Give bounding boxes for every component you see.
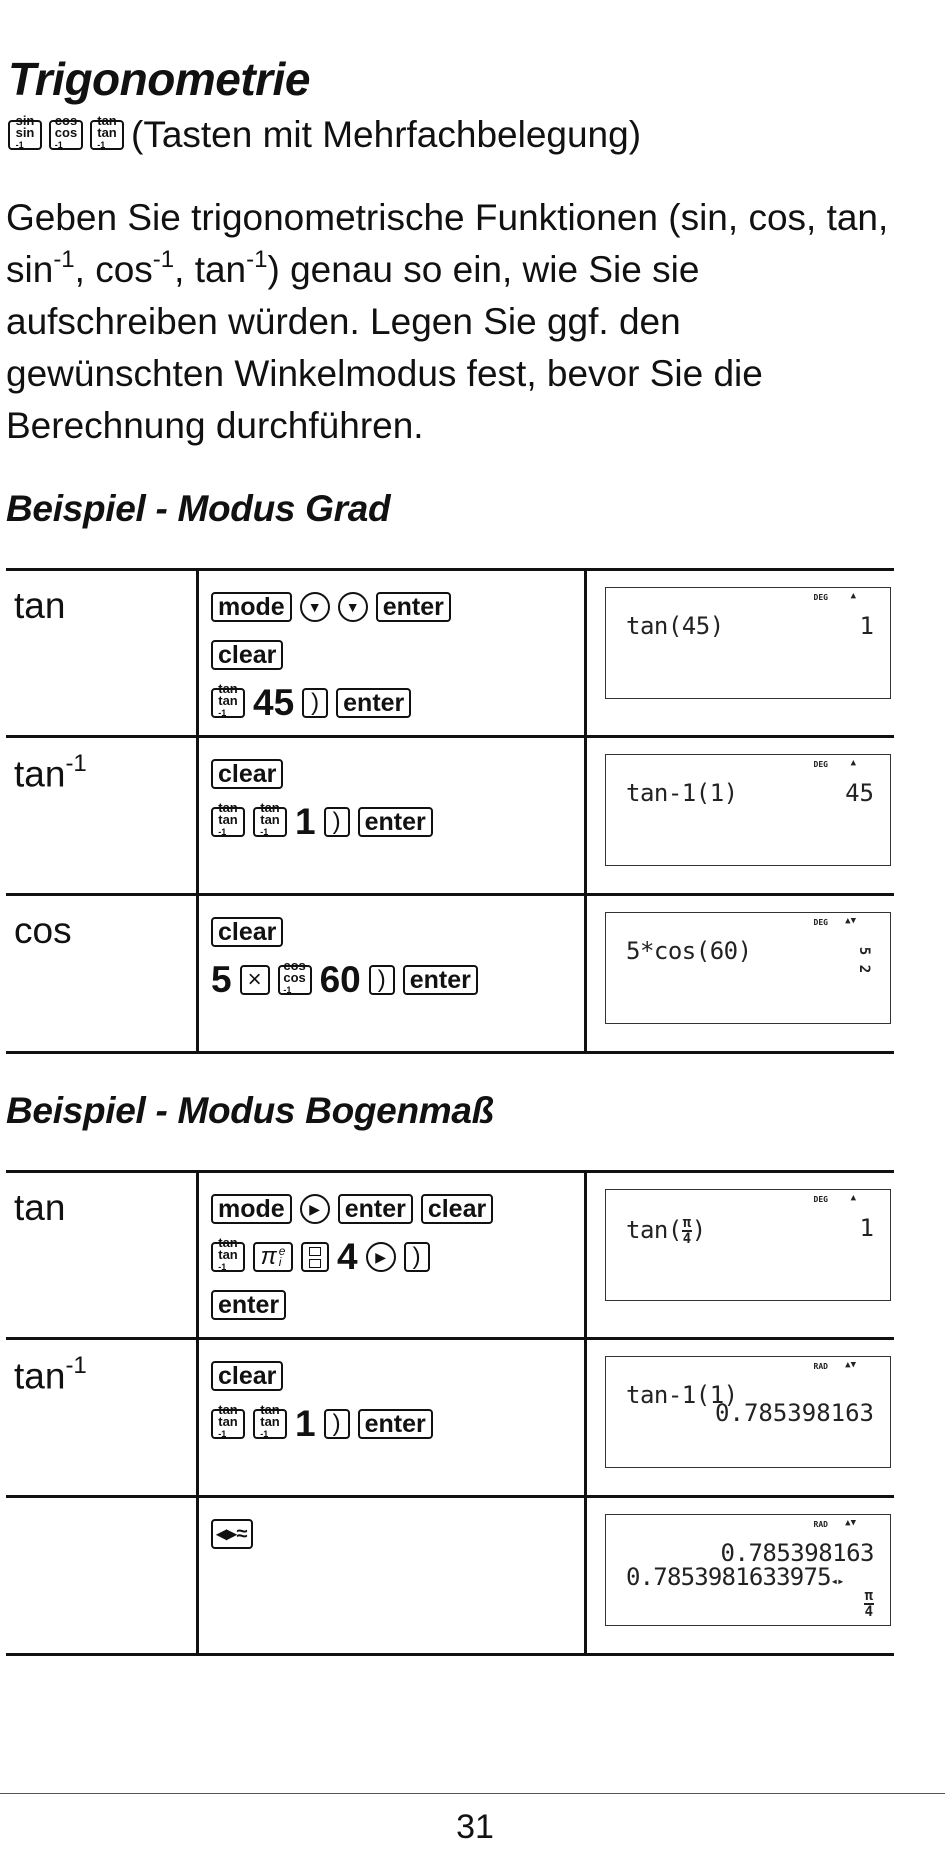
enter-key: enter [211,1290,287,1320]
cos-key-icon: cos cos-1 [277,959,312,995]
tan-key-icon: tan tan-1 [90,114,124,150]
row-label: tan [14,1187,66,1228]
clear-key: clear [211,640,284,670]
tan-key-icon: tan tan-1 [253,1403,287,1439]
calculator-screen: DEG ▲ tan(45) 1 [605,587,891,699]
enter-key: enter [375,592,451,622]
key-sequence: clear 5 × cos cos-1 60 ) enter [199,896,584,1004]
key-sequence: mode ▼ ▼ enter clear tan tan-1 45 [199,571,584,727]
close-paren-key: ) [403,1242,430,1272]
number-entry: 5 [211,959,232,1000]
section-heading-degree: Beispiel - Modus Grad [6,488,391,529]
convert-key-icon: ◂▸≈ [211,1519,253,1549]
clear-key: clear [420,1194,494,1224]
key-sequence: clear tan tan-1 tan tan-1 1 ) ente [199,1340,584,1448]
down-arrow-icon: ▼ [299,592,330,622]
page-title: Trigonometrie [8,53,310,105]
rotated-fraction: 5 2 [856,946,873,974]
close-paren-key: ) [302,688,329,718]
enter-key: enter [336,688,412,718]
page-number: 31 [456,1808,494,1846]
example-table-degree: tan mode ▼ ▼ enter clear tan [6,568,894,1054]
section-heading-radian: Beispiel - Modus Bogenmaß [6,1090,494,1131]
number-entry: 45 [253,682,295,723]
enter-key: enter [402,965,478,995]
right-arrow-icon: ▶ [365,1242,396,1272]
calculator-screen: DEG ▲ tan-1(1) 45 [605,754,891,866]
clear-key: clear [211,759,284,789]
number-entry: 4 [337,1236,358,1277]
row-label: tan [14,585,66,626]
conversion-marker-icon: ◂▸ [830,1574,845,1588]
footer-divider [0,1793,945,1794]
clear-key: clear [211,1361,284,1391]
clear-key: clear [211,917,284,947]
table-row: ◂▸≈ RAD ▲▼ 0.785398163 0.7853981633975◂▸… [6,1495,894,1656]
tan-key-icon: tan tan-1 [211,682,245,718]
subtitle-text: (Tasten mit Mehrfachbelegung) [131,114,642,155]
close-paren-key: ) [368,965,395,995]
number-entry: 1 [295,801,316,842]
enter-key: enter [357,1409,433,1439]
key-sequence: clear tan tan-1 tan tan-1 1 ) ente [199,738,584,846]
enter-key: enter [337,1194,413,1224]
table-row: tan mode ▼ ▼ enter clear tan [6,568,894,738]
table-row: tan-1 clear tan tan-1 tan tan-1 [6,735,894,896]
mode-key: mode [211,1194,292,1224]
down-arrow-icon: ▼ [337,592,368,622]
example-table-radian: tan mode ▶ enter clear tan tan-1 [6,1170,894,1656]
tan-key-icon: tan tan-1 [211,801,245,837]
number-entry: 1 [295,1403,316,1444]
table-row: tan-1 clear tan tan-1 tan tan-1 [6,1337,894,1498]
row-label: tan-1 [14,750,87,795]
calculator-screen: DEG ▲▼ 5*cos(60) 5 2 [605,912,891,1024]
multiply-key: × [239,965,270,995]
intro-paragraph: Geben Sie trigonometrische Funktionen (s… [6,197,889,446]
table-row: tan mode ▶ enter clear tan tan-1 [6,1170,894,1340]
right-arrow-icon: ▶ [299,1194,330,1224]
close-paren-key: ) [323,807,350,837]
tan-key-icon: tan tan-1 [211,1236,245,1272]
number-entry: 60 [319,959,361,1000]
row-label: tan-1 [14,1352,87,1397]
tan-key-icon: tan tan-1 [211,1403,245,1439]
fraction-key-icon [301,1242,329,1272]
cos-key-icon: cos cos-1 [49,114,83,150]
tan-key-icon: tan tan-1 [253,801,287,837]
subtitle: sin sin-1 cos cos-1 tan tan-1 (Tasten mi… [8,114,641,156]
enter-key: enter [357,807,433,837]
mode-key: mode [211,592,292,622]
calculator-screen: RAD ▲▼ tan-1(1) 0.785398163 [605,1356,891,1468]
sin-key-icon: sin sin-1 [8,114,42,150]
close-paren-key: ) [323,1409,350,1439]
table-row: cos clear 5 × cos cos-1 60 ) [6,893,894,1054]
row-label: cos [14,910,72,951]
row-label [6,1498,196,1512]
key-sequence: ◂▸≈ [199,1498,584,1558]
